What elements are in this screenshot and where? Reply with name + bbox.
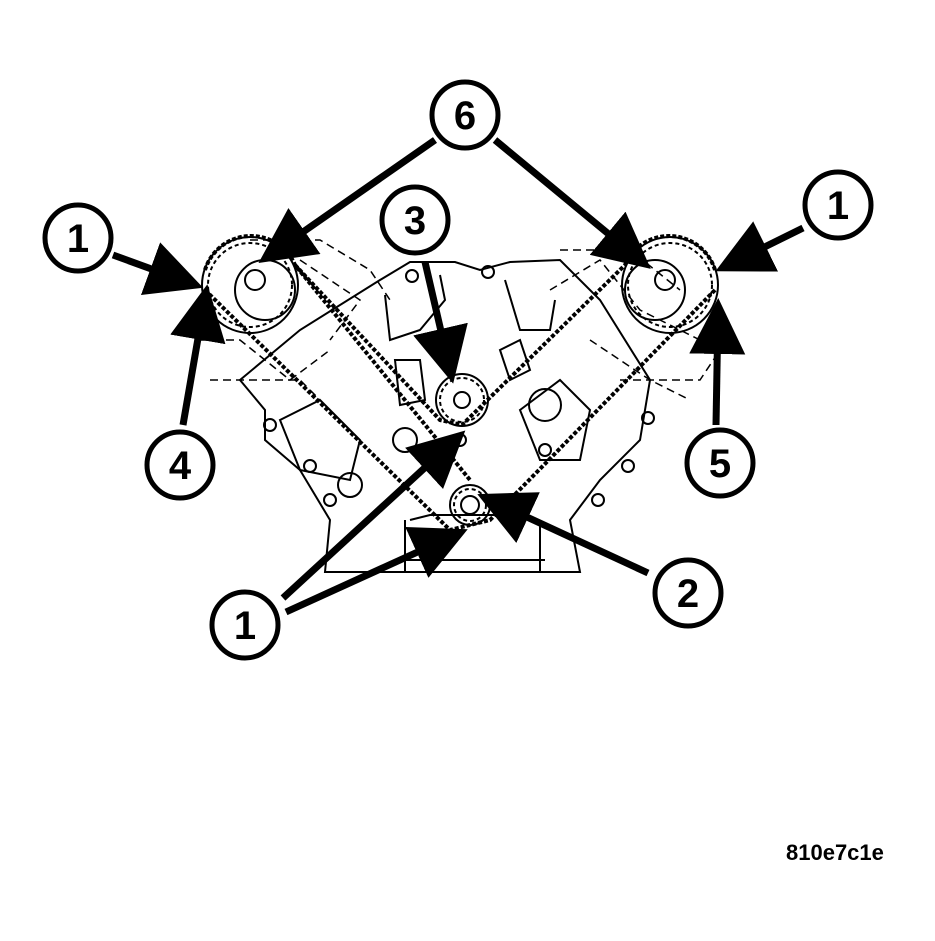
arrow-3 [413, 261, 468, 384]
callout-1-bottom-label: 1 [234, 604, 256, 648]
callout-6-label: 6 [454, 94, 476, 138]
arrow-1-left-cam [111, 242, 204, 295]
callout-3-label: 3 [404, 199, 426, 243]
arrow-1-right-cam [715, 221, 805, 272]
callout-1-right-label: 1 [827, 184, 849, 228]
arrow-5 [689, 298, 746, 426]
callout-1-right: 1 [802, 169, 874, 241]
arrow-1-idler [280, 430, 466, 601]
callout-2-label: 2 [677, 572, 699, 616]
idler-sprocket [435, 373, 489, 427]
callouts: 6 1 1 3 4 5 1 2 [42, 79, 874, 661]
crankshaft-sprocket [449, 484, 491, 526]
callout-1-left: 1 [42, 202, 114, 274]
leader-arrows [111, 137, 805, 616]
callout-1-left-label: 1 [67, 217, 89, 261]
callout-4-label: 4 [169, 444, 192, 488]
callout-3: 3 [379, 184, 451, 256]
figure-id: 810e7c1e [786, 840, 884, 865]
arrow-6-right [492, 137, 651, 269]
arrow-1-crank [284, 526, 468, 616]
callout-2: 2 [652, 557, 724, 629]
arrow-2 [477, 492, 650, 577]
callout-5-label: 5 [709, 442, 731, 486]
callout-4: 4 [144, 429, 216, 501]
callout-1-bottom: 1 [209, 589, 281, 661]
arrow-4 [170, 284, 226, 426]
callout-6: 6 [429, 79, 501, 151]
callout-5: 5 [684, 427, 756, 499]
arrow-6-left [258, 137, 438, 264]
timing-chains [203, 233, 717, 533]
